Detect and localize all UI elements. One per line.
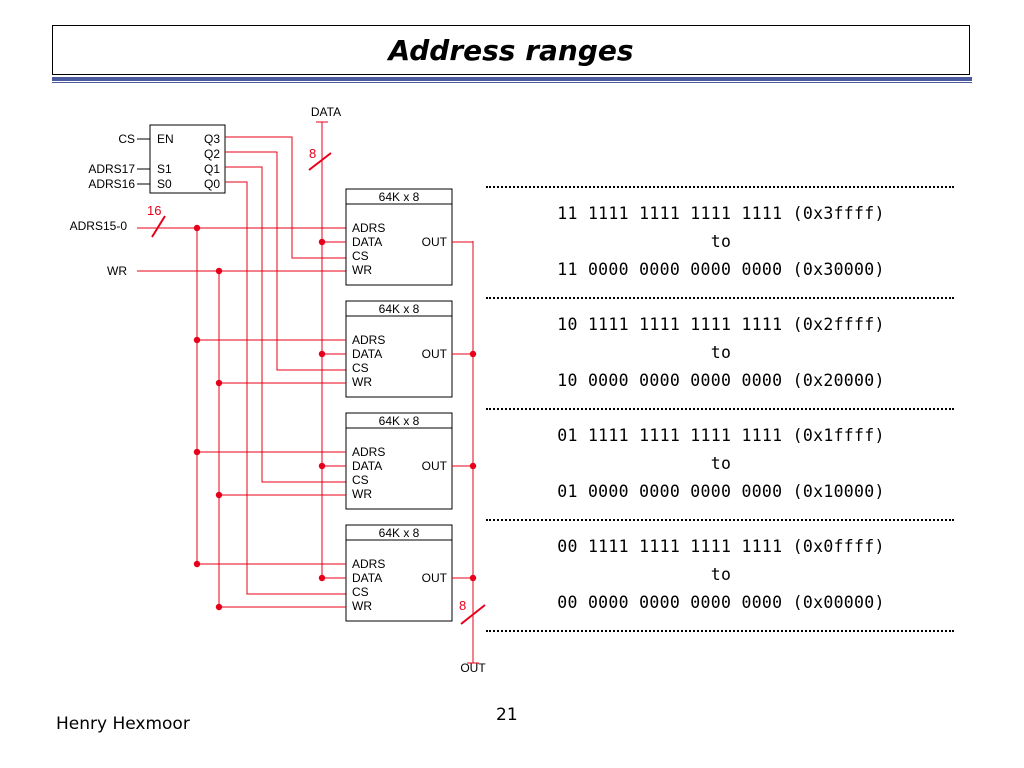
range-1-to: to bbox=[710, 454, 732, 473]
junction-dot bbox=[193, 336, 201, 344]
junction-dot bbox=[215, 491, 223, 499]
junction-dot bbox=[469, 350, 477, 358]
chip-pin-adrs: ADRS bbox=[352, 557, 385, 571]
decoder-q1-label: Q1 bbox=[204, 162, 220, 176]
adrs-low-signal-label: ADRS15-0 bbox=[70, 219, 128, 233]
adrs16-signal-label: ADRS16 bbox=[88, 177, 135, 191]
chip-pin-out: OUT bbox=[422, 347, 448, 361]
range-2-low: 10 0000 0000 0000 0000 (0x20000) bbox=[557, 371, 885, 390]
junction-dot bbox=[215, 603, 223, 611]
chip-pin-wr: WR bbox=[352, 263, 372, 277]
chip-pin-data: DATA bbox=[352, 347, 382, 361]
title-box: Address ranges bbox=[52, 25, 970, 75]
title-underline-thin bbox=[52, 82, 972, 83]
range-0-to: to bbox=[710, 565, 732, 584]
range-0-high: 00 1111 1111 1111 1111 (0x0ffff) bbox=[557, 537, 885, 556]
range-0-low: 00 0000 0000 0000 0000 (0x00000) bbox=[557, 593, 885, 612]
decoder-s0-label: S0 bbox=[157, 177, 172, 191]
junction-dot bbox=[193, 560, 201, 568]
footer-author: Henry Hexmoor bbox=[56, 714, 190, 734]
chip-pin-adrs: ADRS bbox=[352, 445, 385, 459]
out-bus-width: 8 bbox=[459, 598, 466, 613]
junction-dot bbox=[215, 379, 223, 387]
address-bus-width: 16 bbox=[147, 203, 161, 218]
dotted-divider bbox=[486, 186, 954, 188]
decoder-input-wires bbox=[137, 138, 150, 185]
chip-pin-data: DATA bbox=[352, 571, 382, 585]
chip-pin-cs: CS bbox=[352, 249, 369, 263]
junction-dot bbox=[318, 574, 326, 582]
chip-pin-wr: WR bbox=[352, 375, 372, 389]
chip-pin-adrs: ADRS bbox=[352, 333, 385, 347]
range-1-high: 01 1111 1111 1111 1111 (0x1ffff) bbox=[557, 426, 885, 445]
chip-pin-out: OUT bbox=[422, 459, 448, 473]
chip-pin-out: OUT bbox=[422, 571, 448, 585]
range-3-high: 11 1111 1111 1111 1111 (0x3ffff) bbox=[557, 204, 885, 223]
chip-pin-wr: WR bbox=[352, 487, 372, 501]
decoder-q0-label: Q0 bbox=[204, 177, 220, 191]
junction-dot bbox=[215, 267, 223, 275]
page-number: 21 bbox=[496, 705, 518, 725]
junction-dot bbox=[469, 574, 477, 582]
decoder-q3-label: Q3 bbox=[204, 132, 220, 146]
chip-pin-cs: CS bbox=[352, 585, 369, 599]
out-bus-label: OUT bbox=[460, 661, 486, 675]
junction-dot bbox=[193, 448, 201, 456]
chip-size-label: 64K x 8 bbox=[379, 526, 420, 540]
title-underline bbox=[52, 77, 972, 81]
bus-width-marks bbox=[151, 152, 486, 625]
slide-title: Address ranges bbox=[388, 33, 634, 67]
red-wiring bbox=[137, 121, 479, 664]
wr-signal-label: WR bbox=[107, 264, 127, 278]
chip-pin-out: OUT bbox=[422, 235, 448, 249]
junction-dots bbox=[193, 224, 477, 611]
dotted-divider bbox=[486, 519, 954, 521]
dotted-divider bbox=[486, 408, 954, 410]
cs-signal-label: CS bbox=[118, 132, 135, 146]
junction-dot bbox=[469, 462, 477, 470]
adrs17-signal-label: ADRS17 bbox=[88, 162, 135, 176]
chip-size-label: 64K x 8 bbox=[379, 302, 420, 316]
junction-dot bbox=[318, 238, 326, 246]
chip-pin-cs: CS bbox=[352, 473, 369, 487]
chip-size-label: 64K x 8 bbox=[379, 414, 420, 428]
data-bus-width: 8 bbox=[309, 146, 316, 161]
chip-size-label: 64K x 8 bbox=[379, 190, 420, 204]
junction-dot bbox=[318, 350, 326, 358]
junction-dot bbox=[193, 224, 201, 232]
decoder-en-label: EN bbox=[157, 132, 174, 146]
dotted-divider bbox=[486, 630, 954, 632]
data-bus-label: DATA bbox=[311, 105, 341, 119]
chip-pin-data: DATA bbox=[352, 235, 382, 249]
chip-pin-adrs: ADRS bbox=[352, 221, 385, 235]
range-3-low: 11 0000 0000 0000 0000 (0x30000) bbox=[557, 260, 885, 279]
range-2-to: to bbox=[710, 343, 732, 362]
junction-dot bbox=[318, 462, 326, 470]
decoder: EN S1 S0 Q3 Q2 Q1 Q0 bbox=[149, 124, 226, 194]
chip-pin-data: DATA bbox=[352, 459, 382, 473]
range-1-low: 01 0000 0000 0000 0000 (0x10000) bbox=[557, 482, 885, 501]
range-2-high: 10 1111 1111 1111 1111 (0x2ffff) bbox=[557, 315, 885, 334]
range-3-to: to bbox=[710, 232, 732, 251]
decoder-q2-label: Q2 bbox=[204, 147, 220, 161]
decoder-s1-label: S1 bbox=[157, 162, 172, 176]
chip-pin-wr: WR bbox=[352, 599, 372, 613]
dotted-divider bbox=[486, 297, 954, 299]
chip-select-wires bbox=[225, 136, 346, 595]
chip-pin-cs: CS bbox=[352, 361, 369, 375]
